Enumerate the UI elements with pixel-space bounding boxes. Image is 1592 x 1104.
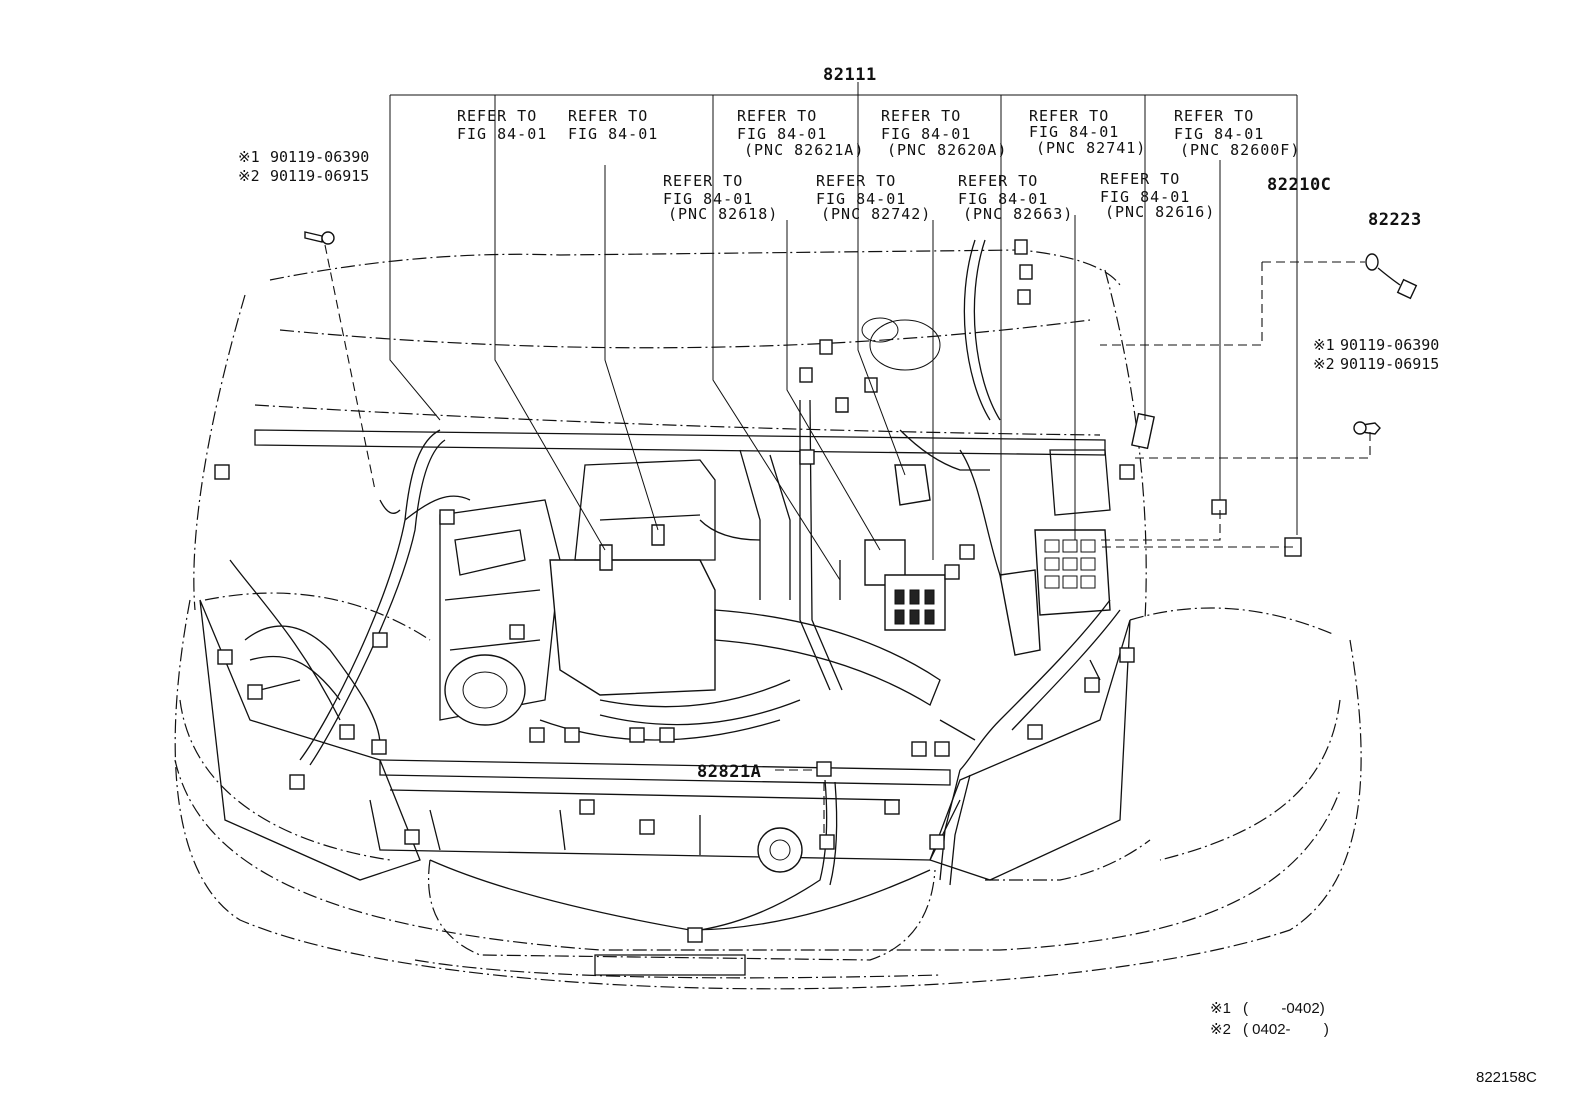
refer-label-6-line1: REFER TO: [1174, 107, 1254, 125]
refer-label-9-line2: FIG 84-01: [958, 190, 1048, 208]
refer-label-3-line1: REFER TO: [737, 107, 817, 125]
refer-label-4-line2: FIG 84-01: [881, 125, 971, 143]
refer-label-6-pnc: (PNC 82600F): [1180, 141, 1300, 159]
refer-label-3-pnc: (PNC 82621A): [744, 141, 864, 159]
vehicle-body-outline: [174, 249, 1362, 990]
bolt-right-mark-1: ※1: [1313, 336, 1335, 354]
refer-label-9-line1: REFER TO: [958, 172, 1038, 190]
refer-label-7-line2: FIG 84-01: [663, 190, 753, 208]
figure-code: 822158C: [1476, 1069, 1537, 1086]
refer-label-1-line2: FIG 84-01: [457, 125, 547, 143]
refer-label-5-line2: FIG 84-01: [1029, 123, 1119, 141]
engine-wire-harness: [229, 239, 1121, 931]
bolt-icon: [304, 231, 1381, 571]
harness-connectors: [214, 239, 1302, 943]
bolt-right-mark-2: ※2: [1313, 355, 1335, 373]
refer-label-7-line1: REFER TO: [663, 172, 743, 190]
refer-label-5-line1: REFER TO: [1029, 107, 1109, 125]
refer-label-4-line1: REFER TO: [881, 107, 961, 125]
bolt-left-part-2: 90119-06915: [270, 167, 369, 185]
refer-label-3-line2: FIG 84-01: [737, 125, 827, 143]
legend-range-2: ( 0402- ): [1243, 1021, 1329, 1038]
refer-label-2-line2: FIG 84-01: [568, 125, 658, 143]
bolt-left-part-1: 90119-06390: [270, 148, 369, 166]
legend-mark-2: ※2: [1210, 1021, 1231, 1038]
part-number-82223: 82223: [1368, 210, 1422, 230]
refer-label-10-line1: REFER TO: [1100, 170, 1180, 188]
legend-range-1: ( -0402): [1243, 1000, 1325, 1017]
bolt-left-mark-2: ※2: [238, 167, 260, 185]
refer-label-8-pnc: (PNC 82742): [821, 205, 931, 223]
refer-label-6-line2: FIG 84-01: [1174, 125, 1264, 143]
legend-mark-1: ※1: [1210, 1000, 1231, 1017]
refer-label-8-line2: FIG 84-01: [816, 190, 906, 208]
engine-bay-sketch: [199, 317, 1131, 976]
part-labels: 82111 REFER TO FIG 84-01 REFER TO FIG 84…: [238, 65, 1537, 1086]
refer-label-5-pnc: (PNC 82741): [1036, 139, 1146, 157]
bolt-right-part-1: 90119-06390: [1340, 336, 1439, 354]
part-number-82111: 82111: [823, 65, 877, 85]
refer-label-10-line2: FIG 84-01: [1100, 188, 1190, 206]
bolt-right-part-2: 90119-06915: [1340, 355, 1439, 373]
refer-label-2-line1: REFER TO: [568, 107, 648, 125]
refer-label-9-pnc: (PNC 82663): [963, 205, 1073, 223]
refer-label-8-line1: REFER TO: [816, 172, 896, 190]
sensor-82223-icon: [1365, 253, 1418, 300]
part-number-82821a: 82821A: [697, 762, 761, 782]
refer-label-10-pnc: (PNC 82616): [1105, 203, 1215, 221]
refer-label-4-pnc: (PNC 82620A): [887, 141, 1007, 159]
leader-lines: [324, 82, 1371, 835]
refer-label-1-line1: REFER TO: [457, 107, 537, 125]
refer-label-7-pnc: (PNC 82618): [668, 205, 778, 223]
part-number-82210c: 82210C: [1267, 175, 1331, 195]
bolt-left-mark-1: ※1: [238, 148, 260, 166]
